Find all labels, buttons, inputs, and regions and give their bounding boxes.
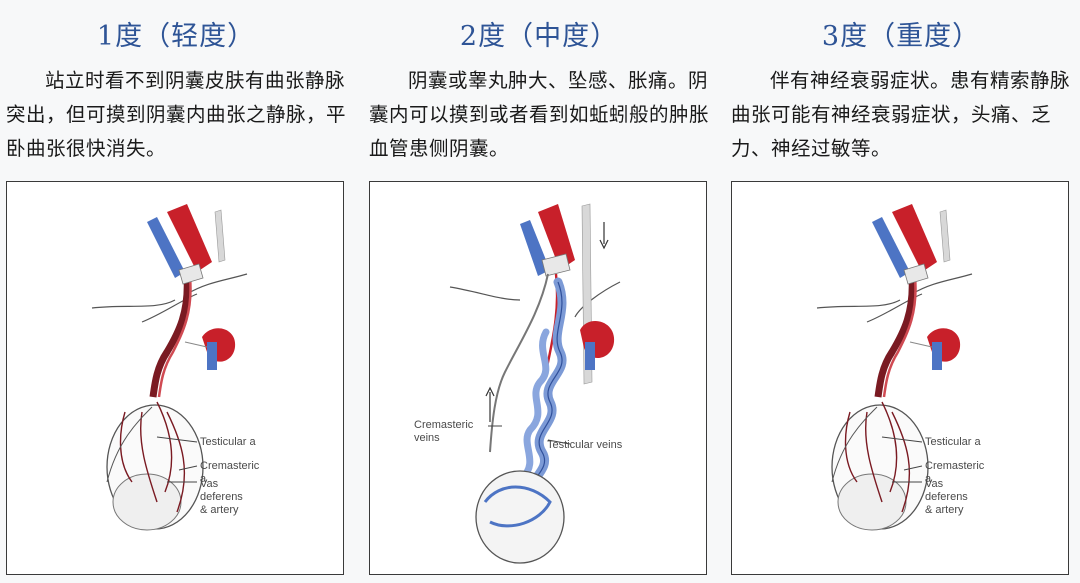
grade-3-column: 3度（重度） 伴有神经衰弱症状。患有精索静脉曲张可能有神经衰弱症状，头痛、乏力、… [731, 0, 1071, 583]
vas-deferens-label: Vas deferens & artery [925, 478, 968, 516]
grade-2-description: 阴囊或睾丸肿大、坠感、胀痛。阴囊内可以摸到或者看到如蚯蚓般的肿胀血管患侧阴囊。 [369, 69, 710, 160]
grade-1-description: 站立时看不到阴囊皮肤有曲张静脉突出，但可摸到阴囊内曲张之静脉，平卧曲张很快消失。 [6, 69, 347, 160]
grade-2-title: 2度（中度） [459, 21, 619, 52]
testicular-veins-label: Testicular veins [547, 439, 623, 451]
grade-3-illustration: Testicular a Cremasteric a Vas deferens … [731, 181, 1069, 575]
grade-2-column: 2度（中度） 阴囊或睾丸肿大、坠感、胀痛。阴囊内可以摸到或者看到如蚯蚓般的肿胀血… [369, 0, 709, 583]
chevron-left-icon[interactable] [8, 296, 48, 356]
anatomy-varicocele-svg [449, 203, 621, 564]
cremasteric-artery-label: Cremasteric a [925, 460, 985, 485]
anatomy-normal-svg [91, 204, 248, 531]
grade-1-illustration: Testicular a Cremasteric a Vas deferens … [6, 181, 344, 575]
vas-deferens-label: Vas deferens & artery [200, 478, 243, 516]
grade-3-title: 3度（重度） [821, 21, 981, 52]
testicular-artery-label: Testicular a [925, 436, 981, 448]
grade-2-illustration: Cremasteric veins Testicular veins [369, 181, 707, 575]
grade-1-title: 1度（轻度） [96, 21, 256, 52]
anatomy-normal-svg-2 [816, 204, 973, 531]
grade-3-description: 伴有神经衰弱症状。患有精索静脉曲张可能有神经衰弱症状，头痛、乏力、神经过敏等。 [731, 69, 1071, 160]
cremasteric-artery-label: Cremasteric a [200, 460, 260, 485]
cremasteric-veins-label: Cremasteric veins [414, 419, 474, 444]
grade-1-column: 1度（轻度） 站立时看不到阴囊皮肤有曲张静脉突出，但可摸到阴囊内曲张之静脉，平卧… [6, 0, 346, 583]
testicular-artery-label: Testicular a [200, 436, 256, 448]
